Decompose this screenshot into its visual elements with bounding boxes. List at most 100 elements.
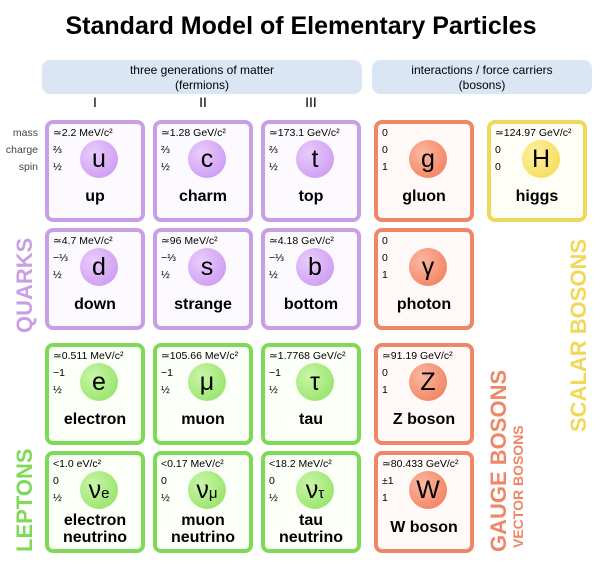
particle-card-down[interactable]: ≃4.7 MeV/c² −⅓ ½ d down [45, 228, 145, 330]
particle-name-line1: muon [181, 512, 225, 529]
mass-value: <18.2 MeV/c² [269, 458, 332, 470]
spin-value: ½ [161, 269, 170, 281]
particle-card-electron[interactable]: ≃0.511 MeV/c² −1 ½ e electron [45, 343, 145, 445]
spin-value: ½ [269, 492, 278, 504]
spin-value: 0 [495, 161, 501, 173]
mass-value: ≃1.28 GeV/c² [161, 127, 226, 139]
spin-value: ½ [53, 492, 62, 504]
bosons-banner-line2: (bosons) [458, 78, 506, 92]
particle-card-top[interactable]: ≃173.1 GeV/c² ⅔ ½ t top [261, 120, 361, 222]
mass-value: ≃124.97 GeV/c² [495, 127, 572, 139]
particle-name: higgs [515, 188, 559, 205]
mass-row-label: mass [12, 127, 38, 139]
charge-row-label: charge [5, 144, 38, 156]
particle-card-photon[interactable]: 0 0 1 γ photon [374, 228, 474, 330]
charge-value: −1 [53, 367, 65, 379]
particle-symbol: νμ [188, 471, 226, 509]
particle-name: W boson [390, 519, 458, 536]
particle-name: gluon [402, 188, 446, 205]
particle-card-gluon[interactable]: 0 0 1 g gluon [374, 120, 474, 222]
particle-card-up[interactable]: ≃2.2 MeV/c² ⅔ ½ u up [45, 120, 145, 222]
particle-name-line2: neutrino [279, 529, 343, 546]
charge-value: 0 [382, 144, 388, 156]
mass-value: ≃91.19 GeV/c² [382, 350, 453, 362]
particle-card-tau[interactable]: ≃1.7768 GeV/c² −1 ½ τ tau [261, 343, 361, 445]
spin-value: ½ [161, 492, 170, 504]
page-title: Standard Model of Elementary Particles [65, 12, 537, 40]
symbol-subscript: μ [208, 485, 218, 502]
spin-value: ½ [53, 384, 62, 396]
particle-card-strange[interactable]: ≃96 MeV/c² −⅓ ½ s strange [153, 228, 253, 330]
particle-name: Z boson [392, 411, 456, 428]
charge-value: ⅔ [269, 144, 278, 156]
charge-value: 0 [53, 475, 59, 487]
charge-value: 0 [382, 252, 388, 264]
particle-symbol: ντ [296, 471, 334, 509]
spin-value: ½ [53, 161, 62, 173]
particle-card-muon[interactable]: ≃105.66 MeV/c² −1 ½ μ muon [153, 343, 253, 445]
particle-symbol: c [188, 140, 226, 178]
symbol-main: ν [305, 476, 319, 504]
particle-name: electron [63, 411, 127, 428]
mass-value: ≃105.66 MeV/c² [161, 350, 239, 362]
particle-symbol: γ [409, 248, 447, 286]
mass-value: ≃1.7768 GeV/c² [269, 350, 346, 362]
particle-name-line2: neutrino [171, 529, 235, 546]
mass-value: 0 [382, 235, 388, 247]
particle-card-z-boson[interactable]: ≃91.19 GeV/c² 0 1 Z Z boson [374, 343, 474, 445]
symbol-subscript: e [101, 485, 110, 502]
particle-card-higgs[interactable]: ≃124.97 GeV/c² 0 0 H higgs [487, 120, 587, 222]
charge-value: ±1 [382, 475, 394, 487]
particle-symbol: g [409, 140, 447, 178]
fermions-banner: three generations of matter (fermions) [42, 60, 362, 94]
particle-symbol: H [522, 140, 560, 178]
spin-value: ½ [161, 384, 170, 396]
particle-name: photon [396, 296, 452, 313]
spin-row-label: spin [18, 161, 38, 173]
particle-card-charm[interactable]: ≃1.28 GeV/c² ⅔ ½ c charm [153, 120, 253, 222]
particle-name: down [74, 296, 116, 313]
charge-value: ⅔ [161, 144, 170, 156]
charge-value: −1 [269, 367, 281, 379]
charge-value: 0 [382, 367, 388, 379]
mass-value: ≃173.1 GeV/c² [269, 127, 340, 139]
particle-symbol: μ [188, 363, 226, 401]
mass-value: ≃4.7 MeV/c² [53, 235, 113, 247]
mass-value: ≃2.2 MeV/c² [53, 127, 113, 139]
spin-value: ½ [269, 161, 278, 173]
spin-value: 1 [382, 384, 388, 396]
particle-symbol: s [188, 248, 226, 286]
bosons-banner-line1: interactions / force carriers [411, 63, 553, 77]
particle-symbol: W [409, 471, 447, 509]
spin-value: 1 [382, 161, 388, 173]
particle-symbol: e [80, 363, 118, 401]
particle-name: up [85, 188, 105, 205]
spin-value: ½ [269, 269, 278, 281]
particle-name: muon [181, 411, 225, 428]
particle-card-w-boson[interactable]: ≃80.433 GeV/c² ±1 1 W W boson [374, 451, 474, 553]
particle-name: charm [178, 188, 228, 205]
charge-value: 0 [495, 144, 501, 156]
particle-symbol: t [296, 140, 334, 178]
particle-name: bottom [283, 296, 339, 313]
charge-value: −⅓ [53, 252, 68, 264]
charge-value: −1 [161, 367, 173, 379]
symbol-main: ν [196, 476, 209, 504]
mass-value: 0 [382, 127, 388, 139]
charge-value: 0 [269, 475, 275, 487]
particle-card-bottom[interactable]: ≃4.18 GeV/c² −⅓ ½ b bottom [261, 228, 361, 330]
particle-name-line2: neutrino [63, 529, 127, 546]
vector-bosons-label: VECTOR BOSONS [510, 425, 526, 548]
charge-value: −⅓ [161, 252, 176, 264]
particle-name: tau [299, 411, 323, 428]
symbol-subscript: τ [318, 485, 325, 502]
generation-2-label: II [199, 94, 207, 110]
generation-3-label: III [305, 94, 317, 110]
spin-value: ½ [161, 161, 170, 173]
